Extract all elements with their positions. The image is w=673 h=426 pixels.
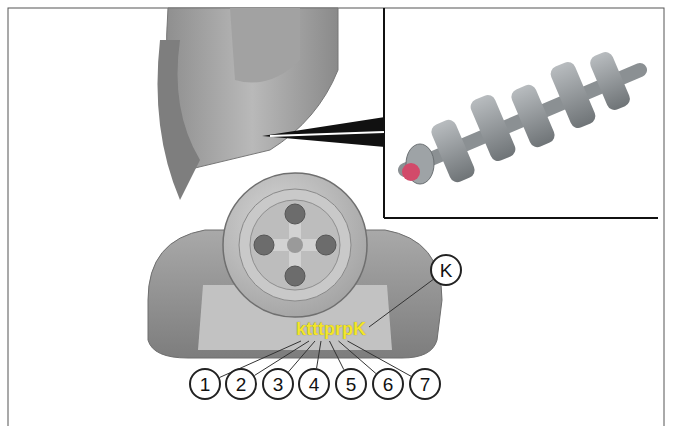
center-bore (287, 237, 303, 253)
callout-circle: 2 (225, 368, 257, 400)
bolt-hole (285, 204, 305, 224)
callout-number: 6 (383, 375, 394, 394)
flange-ring (239, 189, 351, 301)
marking-code: ktttprpK (296, 320, 366, 338)
callout-circle: 1 (189, 368, 221, 400)
callout-circle: K (430, 254, 462, 286)
callout-number: 7 (420, 375, 431, 394)
bolt-hole (254, 235, 274, 255)
callout-number: 4 (309, 375, 320, 394)
callout-number: 5 (346, 375, 357, 394)
frame (8, 8, 664, 426)
zoom-pointer-highlight (270, 132, 384, 136)
mini-web (548, 60, 598, 131)
callout-number: 3 (273, 375, 284, 394)
callout-circle: 4 (298, 368, 330, 400)
bolt-hole (316, 235, 336, 255)
callout-number: K (440, 261, 453, 280)
mini-crankshaft (402, 50, 640, 185)
mini-web (509, 82, 557, 149)
mini-web (429, 117, 477, 184)
mini-web (468, 93, 518, 164)
leader-line (317, 341, 321, 368)
leader-line (369, 280, 433, 327)
callout-circle: 5 (335, 368, 367, 400)
callout-circle: 7 (409, 368, 441, 400)
callout-circle: 3 (262, 368, 294, 400)
callout-number: 2 (236, 375, 247, 394)
zoom-pointer (262, 117, 385, 147)
inset-panel (384, 9, 663, 218)
callout-number: 1 (200, 375, 211, 394)
web-face (230, 8, 300, 83)
bolt-hole (285, 266, 305, 286)
highlight-dot (402, 163, 420, 181)
inset-border (384, 217, 658, 219)
upper-web (167, 8, 338, 168)
inset-border (383, 8, 385, 218)
mini-web (588, 50, 633, 113)
flange-hub (250, 200, 340, 290)
flange (223, 173, 367, 317)
web-shadow (158, 40, 201, 200)
callout-circle: 6 (372, 368, 404, 400)
leader-line (329, 341, 343, 370)
